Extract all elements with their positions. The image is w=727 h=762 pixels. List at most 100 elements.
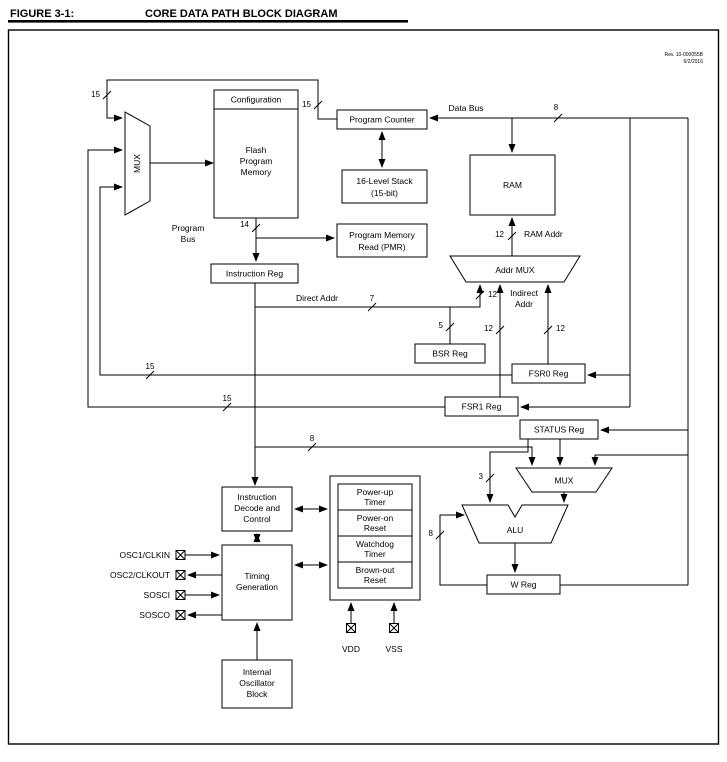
tick-ram-addr: [507, 231, 517, 241]
pmr-label-2: Read (PMR): [358, 242, 405, 252]
buswidth-fsr0-bus: 15: [146, 362, 155, 371]
fsr1-label: FSR1 Reg: [462, 402, 502, 412]
alu-mux: MUX: [515, 467, 613, 493]
program-mux-shape: [124, 111, 151, 216]
bsr-reg-box: BSR Reg: [414, 343, 486, 364]
wreg-label: W Reg: [511, 580, 537, 590]
status-label: STATUS Reg: [534, 425, 584, 435]
wreg-rect: [486, 574, 561, 595]
configuration-label: Configuration: [231, 95, 282, 105]
w-reg-box: W Reg: [486, 574, 561, 595]
tick-literal: [307, 442, 317, 452]
direct-addr-label: Direct Addr: [296, 293, 338, 303]
alu-shape-group: ALU: [461, 504, 569, 544]
configuration-box: Configuration: [213, 89, 299, 110]
rev-date: 6/2/2016: [684, 59, 704, 65]
status-rect: [519, 419, 599, 440]
diagram-frame: [7, 29, 720, 745]
indirect-addr-label-2: Addr: [515, 299, 533, 309]
wire-wreg-feedback-to-alu: [439, 511, 487, 586]
tick-pc-out: [313, 100, 323, 110]
wire-fsr1-to-program-mux: [87, 146, 445, 408]
bus-name-labels: Data Bus Program Bus RAM Addr Direct Add…: [172, 103, 563, 309]
instruction-reg-box: Instruction Reg: [210, 263, 299, 284]
power-on-reset-rect: [337, 509, 413, 537]
fsr0-label: FSR0 Reg: [529, 369, 569, 379]
data-bus-label: Data Bus: [449, 103, 484, 113]
internal-oscillator-box: Internal Oscillator Block: [221, 659, 293, 709]
tick-indirect-fsr1: [495, 325, 505, 335]
fsr0-rect: [511, 363, 586, 384]
wires: [87, 79, 689, 660]
buswidth-ram-addr: 12: [495, 230, 504, 239]
pin-label-osc2: OSC2/CLKOUT: [110, 570, 170, 580]
bsr-label: BSR Reg: [432, 349, 468, 359]
tick-alu-status: [485, 473, 495, 483]
pin-icon-osc1: [175, 550, 186, 560]
tick-bsr: [445, 322, 455, 332]
timing-generation-box: Timing Generation: [221, 544, 293, 621]
power-on-reset-label-1: Power-on: [357, 513, 394, 523]
program-bus-label-2: Bus: [181, 234, 196, 244]
addr-mux: Addr MUX: [449, 255, 581, 283]
program-counter-rect: [336, 109, 428, 130]
decode-label-2: Decode and: [234, 503, 280, 513]
timing-rect: [221, 544, 293, 621]
timing-label-2: Generation: [236, 582, 278, 592]
buswidth-indirect-fsr1: 12: [484, 324, 493, 333]
flash-label-2: Program: [240, 156, 273, 166]
wire-direct-addr: [255, 284, 484, 308]
wire-pc-to-program-mux: [106, 79, 337, 122]
intosc-label-3: Block: [247, 689, 269, 699]
instruction-decode-box: Instruction Decode and Control: [221, 486, 293, 532]
buswidth-literal: 8: [310, 434, 315, 443]
power-reset-block: Power-up Timer Power-on Reset Watchdog T…: [329, 475, 421, 601]
tick-direct-combined: [475, 290, 485, 300]
pin-label-sosci: SOSCI: [144, 590, 170, 600]
stack-rect: [341, 169, 428, 204]
figure-header: FIGURE 3-1: CORE DATA PATH BLOCK DIAGRAM: [8, 8, 408, 23]
stack-box: 16-Level Stack (15-bit): [341, 169, 428, 204]
fsr0-reg-box: FSR0 Reg: [511, 363, 586, 384]
alu-label: ALU: [507, 525, 524, 535]
tick-data-bus: [553, 113, 563, 123]
ram-label: RAM: [503, 180, 522, 190]
program-counter-box: Program Counter: [336, 109, 428, 130]
pin-label-vss: VSS: [385, 644, 402, 654]
buswidth-alu-status: 3: [479, 472, 484, 481]
tick-fsr1-bus: [222, 402, 232, 412]
flash-memory-box: Flash Program Memory: [213, 108, 299, 219]
power-up-timer-label-1: Power-up: [357, 487, 394, 497]
buswidth-wreg-fb: 8: [429, 529, 434, 538]
timing-label-1: Timing: [244, 571, 269, 581]
pin-icon-sosco: [175, 610, 186, 620]
pmr-rect: [336, 223, 428, 258]
revision-note: Rev. 10-000055B 6/2/2016: [664, 52, 703, 65]
tick-program-bus: [251, 223, 261, 233]
watchdog-timer-label-2: Timer: [364, 549, 386, 559]
intosc-rect: [221, 659, 293, 709]
alu-mux-shape: [515, 467, 613, 493]
addr-mux-label: Addr MUX: [495, 265, 535, 275]
pin-icon-sosci: [175, 590, 186, 600]
pin-icon-vss: [389, 623, 399, 633]
tick-direct: [367, 302, 377, 312]
fsr1-rect: [444, 396, 519, 417]
power-up-timer-rect: [337, 483, 413, 511]
program-counter-label: Program Counter: [349, 115, 414, 125]
decode-rect: [221, 486, 293, 532]
pin-label-sosco: SOSCO: [139, 610, 170, 620]
pin-label-vdd: VDD: [342, 644, 360, 654]
pmr-box: Program Memory Read (PMR): [336, 223, 428, 258]
bus-width-ticks: [102, 90, 563, 540]
program-bus-label-1: Program: [172, 223, 205, 233]
power-on-reset-label-2: Reset: [364, 523, 387, 533]
buswidth-data-bus: 8: [554, 103, 559, 112]
buswidth-pc-out: 15: [302, 100, 311, 109]
program-mux: MUX: [124, 111, 151, 216]
watchdog-timer-label-1: Watchdog: [356, 539, 394, 549]
tick-indirect-fsr0: [543, 325, 553, 335]
intosc-label-1: Internal: [243, 667, 271, 677]
